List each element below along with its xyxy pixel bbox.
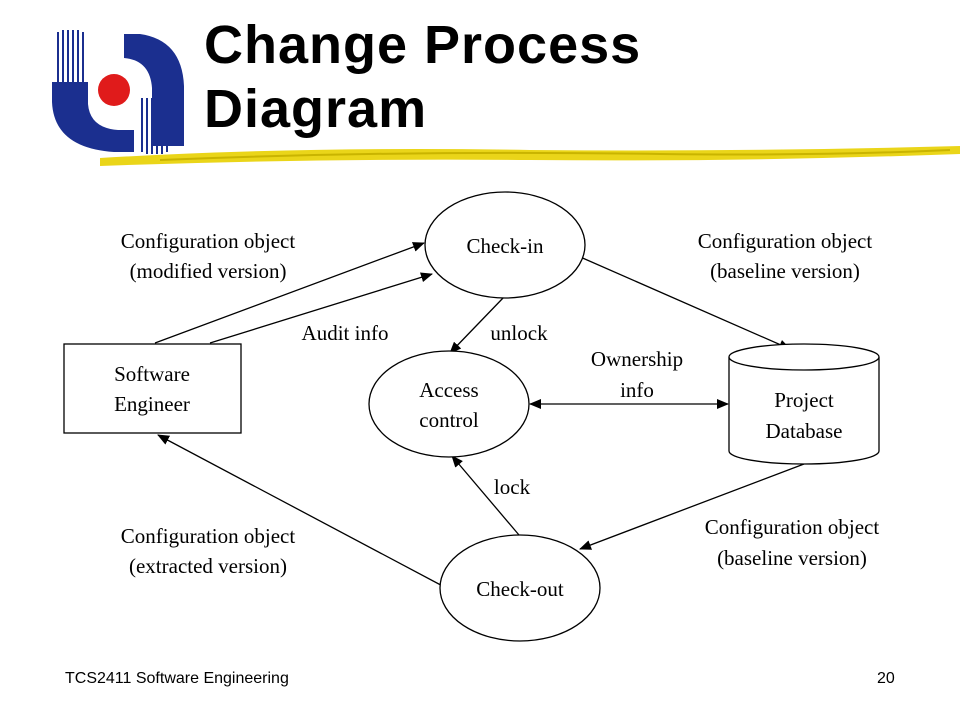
footer-course-label: TCS2411 Software Engineering bbox=[65, 670, 289, 687]
logo-stripes-left bbox=[57, 30, 84, 84]
label-config-extracted-2: (extracted version) bbox=[129, 554, 287, 578]
label-config-modified-1: Configuration object bbox=[121, 229, 296, 253]
access-control-label-1: Access bbox=[419, 378, 478, 402]
university-logo-icon bbox=[52, 30, 184, 154]
page-number: 20 bbox=[877, 670, 895, 687]
edge-checkout-to-engineer bbox=[157, 434, 453, 592]
logo-left-arc bbox=[52, 82, 134, 152]
edge-checkin-to-database bbox=[577, 255, 791, 350]
software-engineer-label-1: Software bbox=[114, 362, 190, 386]
logo-stripes-right bbox=[141, 98, 168, 154]
software-engineer-box bbox=[63, 343, 242, 434]
label-audit-info: Audit info bbox=[302, 321, 389, 345]
access-control-node bbox=[368, 350, 530, 458]
title-underline-decoration bbox=[100, 146, 960, 166]
slide-title-line-1: Change Process bbox=[204, 15, 642, 75]
edge-engineer-to-checkin-audit bbox=[209, 272, 433, 344]
label-ownership-2: info bbox=[620, 378, 654, 402]
edge-database-to-checkout bbox=[579, 463, 805, 550]
project-database-node bbox=[728, 343, 880, 465]
label-config-baseline-out-2: (baseline version) bbox=[717, 546, 867, 570]
access-control-label-2: control bbox=[419, 408, 479, 432]
project-database-label-2: Database bbox=[766, 419, 843, 443]
edge-checkin-to-access-unlock bbox=[449, 296, 505, 354]
edge-engineer-to-checkin-modified bbox=[154, 242, 425, 344]
check-out-node bbox=[439, 534, 601, 642]
label-config-modified-2: (modified version) bbox=[130, 259, 287, 283]
software-engineer-label-2: Engineer bbox=[114, 392, 190, 416]
check-in-node bbox=[424, 191, 586, 299]
label-lock: lock bbox=[494, 475, 531, 499]
check-out-label: Check-out bbox=[476, 577, 564, 601]
label-unlock: unlock bbox=[490, 321, 548, 345]
label-config-extracted-1: Configuration object bbox=[121, 524, 296, 548]
label-ownership-1: Ownership bbox=[591, 347, 683, 371]
edge-checkout-to-access-lock bbox=[451, 455, 520, 536]
project-database-label-1: Project bbox=[774, 388, 834, 412]
logo-red-dot bbox=[98, 74, 130, 106]
logo-right-arc bbox=[124, 34, 184, 146]
check-in-label: Check-in bbox=[467, 234, 544, 258]
label-config-baseline-in-1: Configuration object bbox=[698, 229, 873, 253]
label-config-baseline-out-1: Configuration object bbox=[705, 515, 880, 539]
slide-title-line-2: Diagram bbox=[204, 79, 428, 139]
label-config-baseline-in-2: (baseline version) bbox=[710, 259, 860, 283]
